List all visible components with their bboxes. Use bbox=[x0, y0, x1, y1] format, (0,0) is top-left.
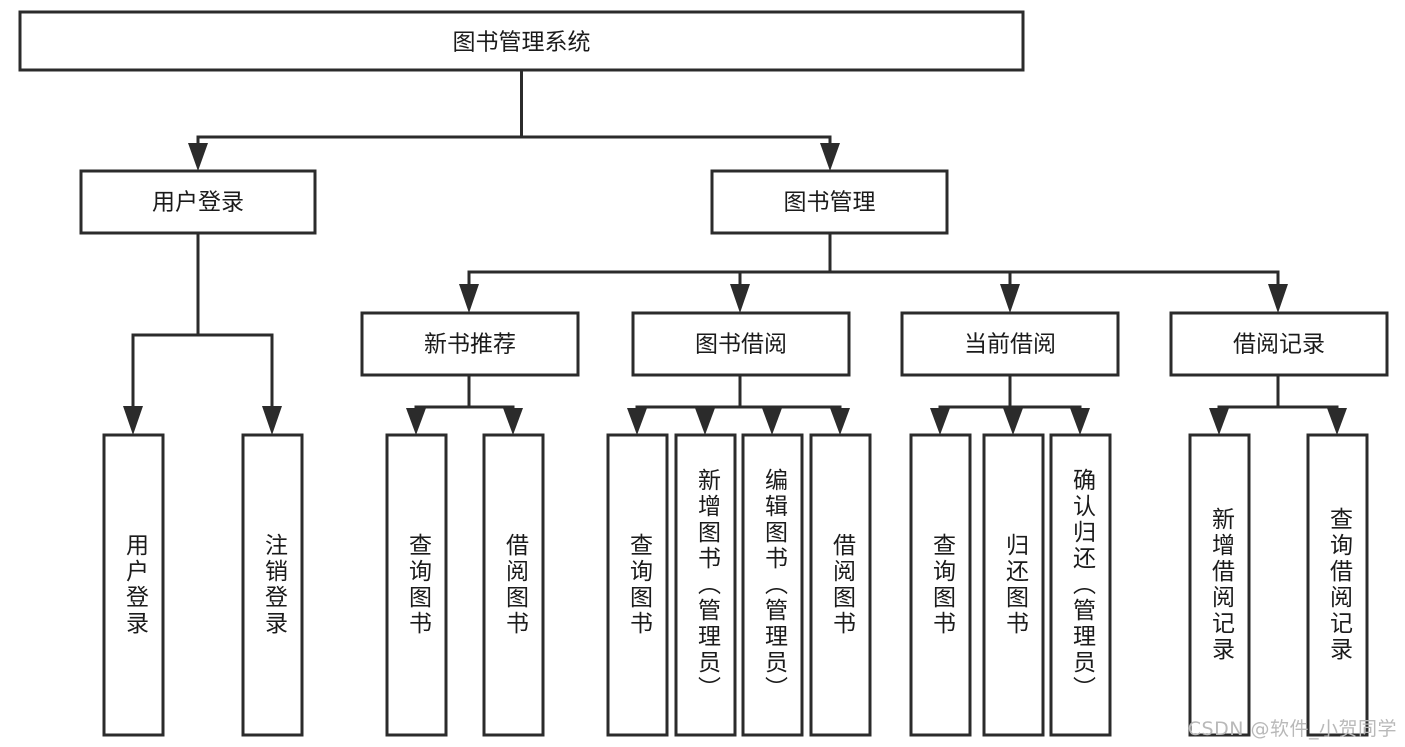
arrow-to-leaf-query-record bbox=[1327, 408, 1347, 435]
node-leaf-return-book-label: 归还图书 bbox=[1002, 533, 1030, 637]
node-leaf-user-logout-box[interactable] bbox=[241, 433, 304, 737]
node-leaf-query-book-label: 查询图书 bbox=[626, 533, 654, 637]
node-leaf-confirm-return-box[interactable] bbox=[1049, 433, 1112, 737]
arrow-to-book-manage bbox=[820, 143, 840, 171]
arrow-to-current-borrow bbox=[1000, 284, 1020, 313]
node-book-borrow-box[interactable] bbox=[631, 311, 851, 377]
arrow-to-leaf-query-book-cur bbox=[930, 408, 950, 435]
node-user-login[interactable]: 用户登录 bbox=[79, 169, 317, 235]
node-leaf-query-record-box[interactable] bbox=[1306, 433, 1369, 737]
node-book-manage-box[interactable] bbox=[710, 169, 949, 235]
arrow-to-leaf-confirm-return bbox=[1070, 408, 1090, 435]
node-leaf-add-record-box[interactable] bbox=[1188, 433, 1251, 737]
node-leaf-confirm-return[interactable]: 确认归还（管理员） bbox=[1049, 433, 1112, 737]
node-leaf-borrow-book-rec-box[interactable] bbox=[482, 433, 545, 737]
node-leaf-add-book[interactable]: 新增图书（管理员） bbox=[674, 433, 737, 737]
node-leaf-confirm-return-label: 确认归还（管理员） bbox=[1069, 468, 1097, 702]
node-leaf-return-book-box[interactable] bbox=[982, 433, 1045, 737]
arrow-to-leaf-query-book bbox=[627, 408, 647, 435]
node-borrow-record-box[interactable] bbox=[1169, 311, 1389, 377]
arrow-to-leaf-query-book-rec bbox=[406, 408, 426, 435]
node-borrow-record[interactable]: 借阅记录 bbox=[1169, 311, 1389, 377]
node-leaf-add-record[interactable]: 新增借阅记录 bbox=[1188, 433, 1251, 737]
node-leaf-edit-book-box[interactable] bbox=[741, 433, 804, 737]
node-leaf-query-book-rec-box[interactable] bbox=[385, 433, 448, 737]
node-leaf-user-login-label: 用户登录 bbox=[122, 533, 150, 637]
node-leaf-add-book-box[interactable] bbox=[674, 433, 737, 737]
arrow-to-user-login bbox=[188, 143, 208, 171]
node-leaf-query-book[interactable]: 查询图书 bbox=[606, 433, 669, 737]
node-leaf-user-login[interactable]: 用户登录 bbox=[102, 433, 165, 737]
node-root-label: 图书管理系统 bbox=[453, 30, 591, 56]
node-book-manage-label: 图书管理 bbox=[784, 190, 876, 216]
arrow-to-leaf-return-book bbox=[1003, 408, 1023, 435]
node-current-borrow[interactable]: 当前借阅 bbox=[900, 311, 1120, 377]
node-root[interactable]: 图书管理系统 bbox=[18, 10, 1025, 72]
node-leaf-query-book-cur-box[interactable] bbox=[909, 433, 972, 737]
node-user-login-box[interactable] bbox=[79, 169, 317, 235]
arrow-to-leaf-borrow-book-rec bbox=[503, 408, 523, 435]
node-new-book-rec-box[interactable] bbox=[360, 311, 580, 377]
node-new-book-rec-label: 新书推荐 bbox=[424, 332, 516, 358]
arrow-to-borrow-record bbox=[1268, 284, 1288, 313]
node-leaf-query-record[interactable]: 查询借阅记录 bbox=[1306, 433, 1369, 737]
node-leaf-query-book-rec[interactable]: 查询图书 bbox=[385, 433, 448, 737]
node-book-manage[interactable]: 图书管理 bbox=[710, 169, 949, 235]
node-new-book-rec[interactable]: 新书推荐 bbox=[360, 311, 580, 377]
node-book-borrow-label: 图书借阅 bbox=[695, 332, 787, 358]
arrow-to-leaf-edit-book bbox=[762, 408, 782, 435]
node-leaf-borrow-book-rec[interactable]: 借阅图书 bbox=[482, 433, 545, 737]
arrow-to-book-borrow bbox=[730, 284, 750, 313]
node-leaf-query-book-cur[interactable]: 查询图书 bbox=[909, 433, 972, 737]
node-root-box[interactable] bbox=[18, 10, 1025, 72]
node-leaf-return-book[interactable]: 归还图书 bbox=[982, 433, 1045, 737]
node-leaf-borrow-book-box[interactable] bbox=[809, 433, 872, 737]
arrow-to-leaf-add-book bbox=[695, 408, 715, 435]
arrow-to-new-book-rec bbox=[459, 284, 479, 313]
arrow-to-leaf-borrow-book bbox=[830, 408, 850, 435]
node-leaf-query-book-rec-label: 查询图书 bbox=[405, 533, 433, 637]
arrow-to-leaf-user-login bbox=[123, 406, 143, 435]
node-leaf-query-book-box[interactable] bbox=[606, 433, 669, 737]
node-current-borrow-label: 当前借阅 bbox=[964, 332, 1056, 358]
node-leaf-add-record-label: 新增借阅记录 bbox=[1208, 507, 1236, 663]
node-leaf-edit-book[interactable]: 编辑图书（管理员） bbox=[741, 433, 804, 737]
node-user-login-label: 用户登录 bbox=[152, 190, 244, 216]
node-leaf-user-logout-label: 注销登录 bbox=[261, 533, 289, 637]
node-leaf-borrow-book-rec-label: 借阅图书 bbox=[502, 533, 530, 637]
node-borrow-record-label: 借阅记录 bbox=[1233, 332, 1325, 358]
node-leaf-user-logout[interactable]: 注销登录 bbox=[241, 433, 304, 737]
node-leaf-edit-book-label: 编辑图书（管理员） bbox=[761, 468, 789, 702]
arrow-to-leaf-user-logout bbox=[262, 406, 282, 435]
node-leaf-query-record-label: 查询借阅记录 bbox=[1326, 507, 1354, 663]
node-leaf-add-book-label: 新增图书（管理员） bbox=[694, 468, 722, 702]
node-leaf-user-login-box[interactable] bbox=[102, 433, 165, 737]
node-leaf-borrow-book-label: 借阅图书 bbox=[829, 533, 857, 637]
node-current-borrow-box[interactable] bbox=[900, 311, 1120, 377]
csdn-watermark: CSDN @软件_小贺同学 bbox=[1187, 718, 1397, 740]
node-leaf-query-book-cur-label: 查询图书 bbox=[929, 533, 957, 637]
arrow-to-leaf-add-record bbox=[1209, 408, 1229, 435]
connector-layer bbox=[123, 68, 1347, 435]
node-leaf-borrow-book[interactable]: 借阅图书 bbox=[809, 433, 872, 737]
node-book-borrow[interactable]: 图书借阅 bbox=[631, 311, 851, 377]
